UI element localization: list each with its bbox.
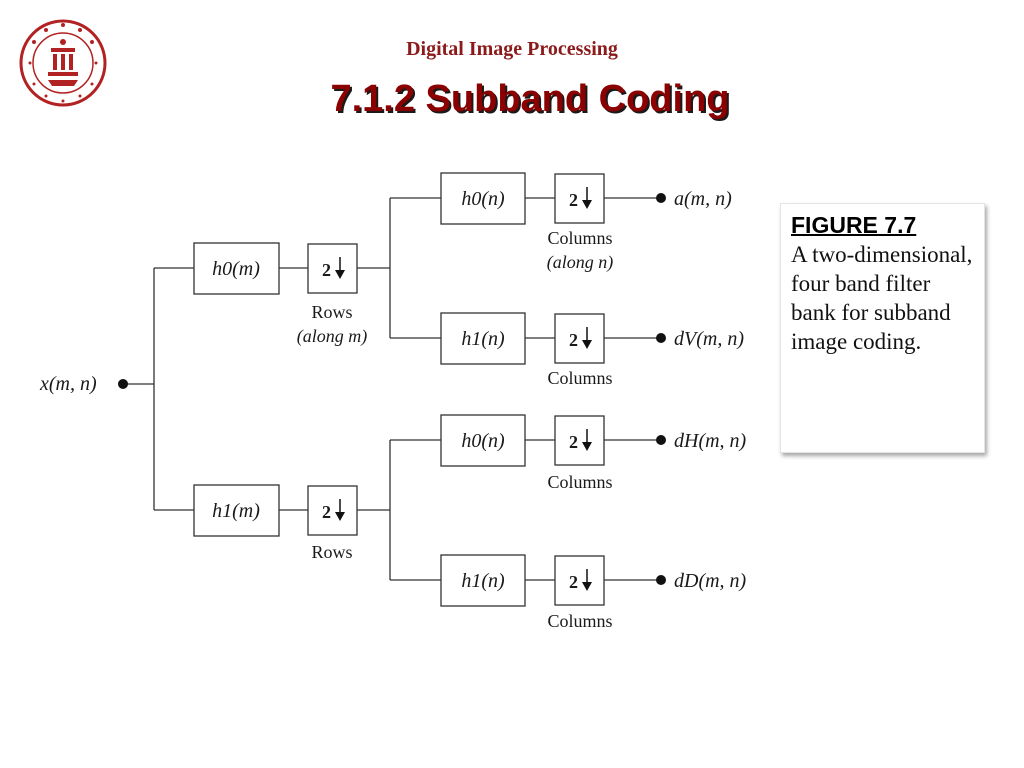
- filter-box: [440, 414, 526, 467]
- input-node: x(m, n): [39, 373, 128, 395]
- stage2-branch-dd: h1(n) 2 Columns dD(m, n): [440, 554, 747, 631]
- downsampler-label: 2: [569, 330, 578, 350]
- downsampler-box: [307, 243, 358, 294]
- downsampler-label: 2: [569, 432, 578, 452]
- filter-box: [440, 554, 526, 607]
- filter-box-h0m: [193, 242, 280, 295]
- output-label: dV(m, n): [674, 328, 744, 350]
- slide-title: 7.1.2 Subband Coding: [330, 78, 730, 120]
- stage1-bottom-branch: h1(m) 2 Rows: [193, 484, 358, 562]
- columns-label: Columns: [547, 368, 612, 388]
- filter-label: h0(n): [461, 188, 505, 210]
- filter-label-h1m: h1(m): [212, 500, 260, 522]
- course-title: Digital Image Processing: [406, 38, 618, 60]
- downsampler-box: [554, 415, 605, 466]
- filter-box: [440, 312, 526, 365]
- downsampler-box: [554, 313, 605, 364]
- figure-caption: FIGURE 7.7 A two-dimensional, four band …: [780, 203, 985, 453]
- output-label: dH(m, n): [674, 430, 747, 452]
- stage2-branch-dv: h1(n) 2 Columns dV(m, n): [440, 312, 744, 388]
- columns-label: Columns: [547, 228, 612, 248]
- filter-box: [440, 172, 526, 225]
- filter-label: h1(n): [461, 570, 505, 592]
- output-label: a(m, n): [674, 188, 732, 210]
- university-logo: [19, 19, 107, 107]
- columns-sublabel: (along n): [547, 252, 614, 273]
- downsampler-label: 2: [569, 572, 578, 592]
- downsampler-label: 2: [569, 190, 578, 210]
- rows-label: Rows: [311, 542, 352, 562]
- stage2-branch-dh: h0(n) 2 Columns dH(m, n): [440, 414, 747, 492]
- downsampler-box: [554, 173, 605, 224]
- columns-label: Columns: [547, 472, 612, 492]
- filter-label: h0(n): [461, 430, 505, 452]
- rows-sublabel: (along m): [297, 326, 368, 347]
- downsampler-box: [554, 555, 605, 606]
- filter-label: h1(n): [461, 328, 505, 350]
- stage1-top-branch: h0(m) 2 Rows (along m): [193, 242, 368, 347]
- filter-label-h0m: h0(m): [212, 258, 260, 280]
- columns-label: Columns: [547, 611, 612, 631]
- caption-heading: FIGURE 7.7: [791, 212, 917, 238]
- downsampler-box: [307, 485, 358, 536]
- downsampler-label: 2: [322, 502, 331, 522]
- output-label: dD(m, n): [674, 570, 747, 592]
- downsampler-label: 2: [322, 260, 331, 280]
- rows-label: Rows: [311, 302, 352, 322]
- filter-box-h1m: [193, 484, 280, 537]
- stage2-branch-a: h0(n) 2 Columns (along n) a(m, n): [440, 172, 732, 273]
- input-label: x(m, n): [39, 373, 97, 395]
- caption-text: A two-dimensional, four band filter bank…: [791, 242, 973, 354]
